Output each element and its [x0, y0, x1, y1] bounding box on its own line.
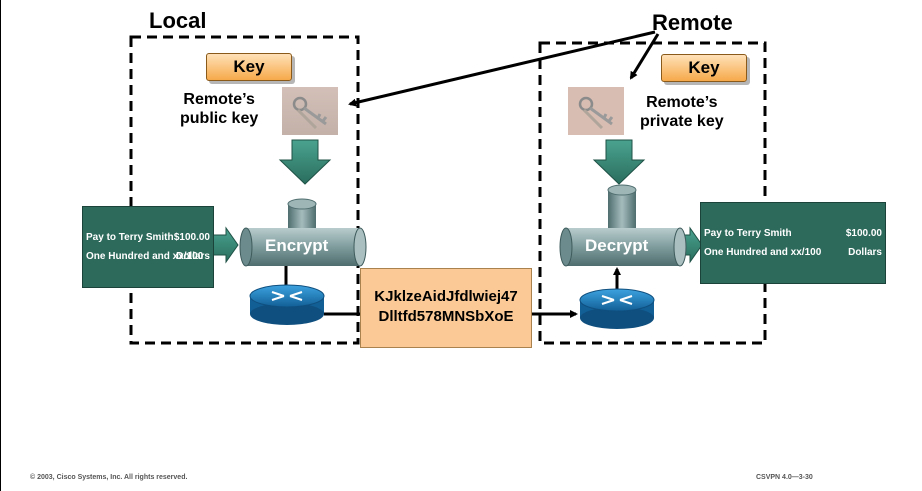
- ciphertext-line2: Dlltfd578MNSbXoE: [378, 308, 514, 325]
- ciphertext-line1: KJklzeAidJfdlwiej47: [374, 288, 518, 305]
- check-amount: $100.00: [173, 232, 210, 243]
- down-arrow-icon: [592, 139, 646, 185]
- check-payee: Pay to Terry Smith: [86, 232, 174, 243]
- decrypt-label: Decrypt: [585, 236, 649, 255]
- footer-copyright: © 2003, Cisco Systems, Inc. All rights r…: [30, 474, 188, 481]
- pipe-icon: [559, 184, 687, 267]
- private-key-caption-line1: Remote’s: [646, 94, 718, 111]
- remote-pointer-to-public-key: [348, 30, 656, 107]
- router-icon: [579, 288, 655, 329]
- check-currency: Dollars: [176, 251, 210, 262]
- check-currency: Dollars: [848, 247, 882, 258]
- remote-heading: Remote: [652, 10, 733, 35]
- local-boundary: [129, 35, 360, 345]
- public-key-caption: Remote’s public key: [180, 90, 258, 128]
- public-key-caption-line1: Remote’s: [183, 91, 255, 108]
- check-payee: Pay to Terry Smith: [704, 228, 792, 239]
- key-tag-left: Key: [206, 53, 292, 81]
- remote-pointer-to-private-key: [629, 33, 660, 80]
- keys-photo-icon: [282, 87, 338, 135]
- pipe-icon: [239, 198, 367, 267]
- down-arrow-icon: [278, 139, 332, 185]
- plaintext-check-left: Pay to Terry Smith $100.00 One Hundred a…: [82, 206, 214, 288]
- check-row-payee: Pay to Terry Smith $100.00: [704, 228, 882, 239]
- encrypt-label: Encrypt: [265, 236, 329, 255]
- keys-photo-icon: [568, 87, 624, 135]
- check-row-words: One Hundred and xx/100 Dollars: [704, 247, 882, 258]
- key-tag-right: Key: [661, 54, 747, 82]
- plaintext-check-right: Pay to Terry Smith $100.00 One Hundred a…: [700, 202, 886, 284]
- ciphertext-box: KJklzeAidJfdlwiej47 Dlltfd578MNSbXoE: [360, 268, 532, 348]
- private-key-caption-line2: private key: [640, 113, 724, 130]
- check-row-words: One Hundred and xx/100 Dollars: [86, 251, 210, 262]
- check-amount-words: One Hundred and xx/100: [86, 251, 204, 262]
- check-amount: $100.00: [845, 228, 882, 239]
- right-arrow-icon: [211, 226, 239, 264]
- local-heading: Local: [149, 8, 207, 33]
- slide-left-border: [0, 0, 1, 491]
- check-row-payee: Pay to Terry Smith $100.00: [86, 232, 210, 243]
- check-amount-words: One Hundred and xx/100: [704, 247, 822, 258]
- footer-course-code: CSVPN 4.0—3-30: [756, 474, 813, 481]
- public-key-caption-line2: public key: [180, 110, 259, 127]
- private-key-caption: Remote’s private key: [640, 93, 724, 131]
- router-icon: [249, 284, 325, 325]
